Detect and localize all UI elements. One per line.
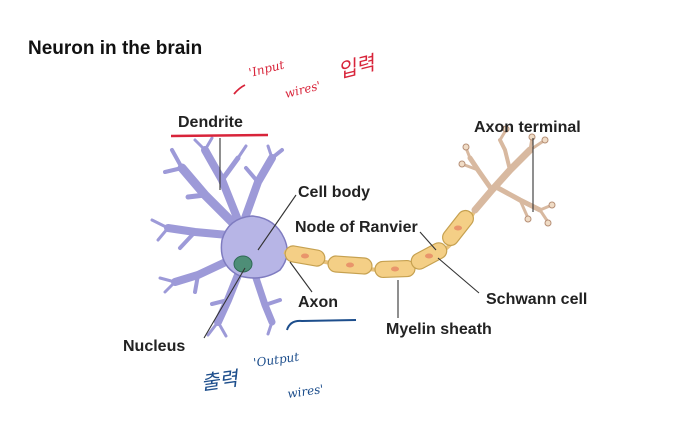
- dendrites: [150, 136, 284, 338]
- label-cell-body: Cell body: [298, 184, 370, 201]
- dendrite-red-underline: [170, 133, 269, 138]
- label-node-of-ranvier: Node of Ranvier: [295, 219, 418, 236]
- label-axon-terminal: Axon terminal: [474, 119, 581, 136]
- cell-body: [220, 215, 288, 279]
- page-title: Neuron in the brain: [28, 38, 203, 59]
- input-dash-mark: [233, 84, 246, 95]
- terminal-boutons: [458, 125, 556, 227]
- myelin-sheath-segments: [284, 209, 474, 279]
- axon-terminal-branches: [460, 128, 554, 224]
- annotation-input-line2: wires': [283, 79, 322, 101]
- label-dendrite: Dendrite: [178, 114, 243, 131]
- output-wire-mark: [286, 319, 357, 331]
- pointer-lines: [203, 138, 534, 339]
- annotation-output-korean: 출력: [199, 366, 241, 395]
- label-schwann-cell: Schwann cell: [486, 291, 587, 308]
- nucleus: [233, 255, 253, 273]
- schwann-nuclei: [301, 225, 462, 272]
- annotation-output-line1: 'Output: [252, 350, 300, 370]
- annotation-input-korean: 입력: [335, 50, 379, 83]
- label-myelin-sheath: Myelin sheath: [386, 321, 492, 338]
- label-nucleus: Nucleus: [123, 338, 185, 355]
- annotation-output-line2: wires': [286, 382, 324, 401]
- label-axon: Axon: [298, 294, 338, 311]
- annotation-input-line1: 'Input: [247, 58, 285, 80]
